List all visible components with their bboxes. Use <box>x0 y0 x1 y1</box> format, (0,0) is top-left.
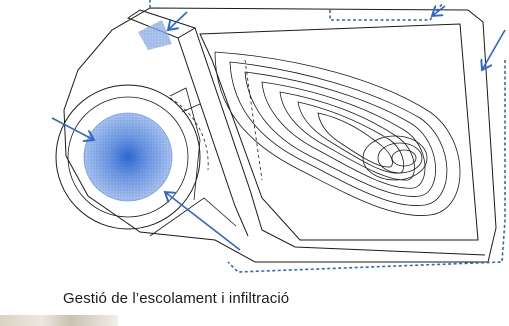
dashed-runoff-path <box>149 0 506 273</box>
arrow-icon <box>51 6 506 251</box>
contour-lines <box>214 51 461 216</box>
site-outline <box>63 7 497 263</box>
runoff-corner-fill <box>138 20 172 50</box>
next-image-thumbnail[interactable] <box>0 315 118 326</box>
infiltration-circle <box>55 84 209 230</box>
wall-lines <box>149 87 237 237</box>
diagram-caption: Gestió de l’escolament i infiltració <box>63 290 290 307</box>
